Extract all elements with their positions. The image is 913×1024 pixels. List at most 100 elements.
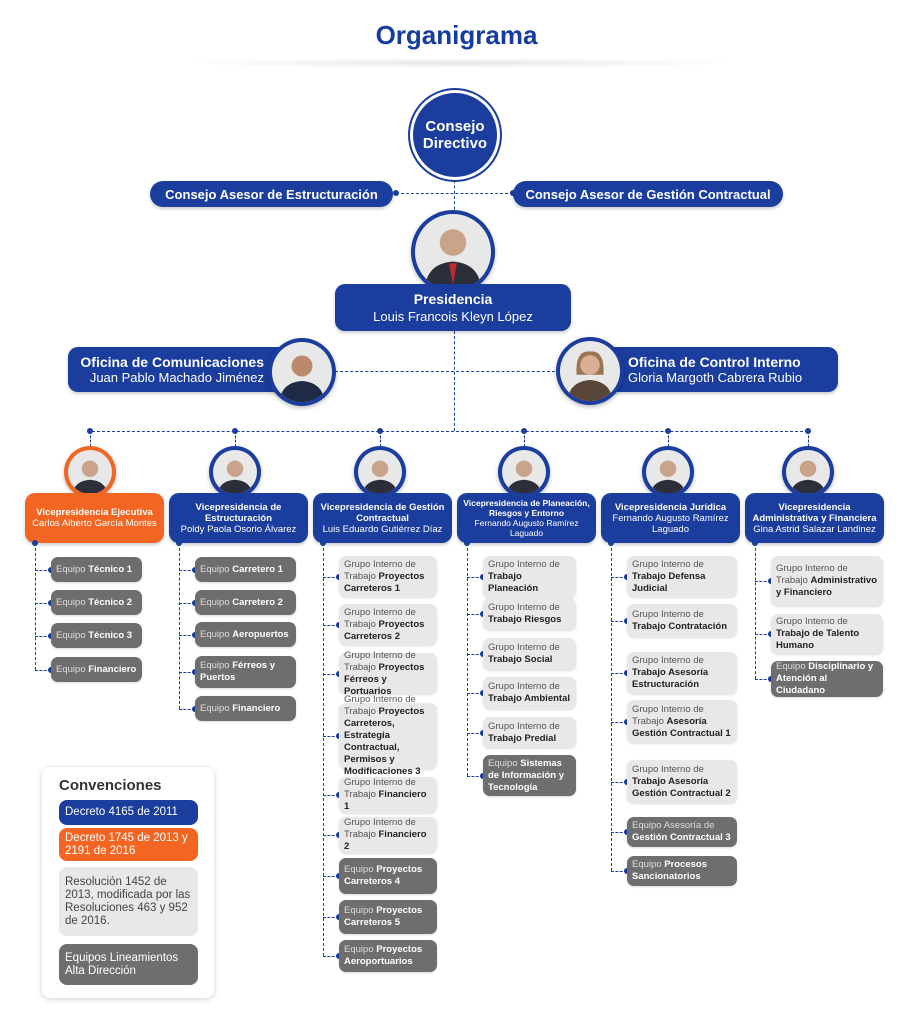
connector [467, 614, 483, 615]
unit-box[interactable]: Equipo Sistemas de Información y Tecnolo… [483, 755, 576, 796]
unit-name: Proyectos Carreteros 2 [344, 618, 425, 642]
consejo-asesor-estructuracion[interactable]: Consejo Asesor de Estructuración [150, 181, 393, 207]
unit-text: Grupo Interno de Trabajo Defensa Judicia… [632, 559, 732, 595]
unit-name: Aeropuertos [232, 628, 289, 640]
unit-box[interactable]: Grupo Interno de Trabajo Proyectos Carre… [339, 556, 437, 597]
unit-box[interactable]: Grupo Interno de Trabajo Planeación [483, 556, 576, 598]
unit-box[interactable]: Grupo Interno de Trabajo Predial [483, 717, 576, 748]
vp-box[interactable]: Vicepresidencia Administrativa y Financi… [745, 493, 884, 543]
unit-text: Grupo Interno de Trabajo Contratación [632, 609, 732, 633]
convention-item: Equipos Lineamientos Alta Dirección [59, 944, 198, 985]
control-interno-box[interactable]: Oficina de Control Interno Gloria Margot… [590, 347, 838, 392]
unit-box[interactable]: Grupo Interno de Trabajo Asesoría Estruc… [627, 652, 737, 694]
unit-label: Equipo [56, 629, 89, 641]
comunicaciones-photo [268, 338, 336, 406]
unit-box[interactable]: Grupo Interno de Trabajo Contratación [627, 604, 737, 637]
vp-name: Carlos Alberto García Montes [32, 518, 157, 529]
unit-box[interactable]: Equipo Financiero [51, 657, 142, 682]
convention-item: Decreto 4165 de 2011 [59, 800, 198, 825]
unit-label: Grupo Interno de Trabajo [344, 817, 416, 840]
unit-name: Técnico 1 [88, 563, 133, 575]
vp-name: Luis Eduardo Gutiérrez Díaz [322, 523, 443, 535]
connector [35, 635, 51, 637]
unit-label: Equipo [776, 661, 809, 672]
unit-box[interactable]: Equipo Proyectos Carreteros 5 [339, 900, 437, 934]
unit-box[interactable]: Equipo Proyectos Aeroportuarios [339, 940, 437, 972]
unit-name: Disciplinario y Atención al Ciudadano [776, 661, 874, 696]
consejo-asesor-gestion-contractual[interactable]: Consejo Asesor de Gestión Contractual [513, 181, 783, 207]
connector [323, 956, 339, 957]
unit-label: Grupo Interno de [632, 763, 704, 775]
unit-box[interactable]: Equipo Carretero 2 [195, 590, 296, 615]
unit-name: Proyectos Carreteros 1 [344, 570, 425, 594]
unit-box[interactable]: Grupo Interno de Trabajo Ambiental [483, 677, 576, 709]
unit-text: Equipo Disciplinario y Atención al Ciuda… [776, 661, 878, 697]
unit-label: Equipo [200, 596, 233, 608]
unit-box[interactable]: Equipo Financiero [195, 696, 296, 721]
unit-name: Administrativo y Financiero [776, 575, 878, 598]
unit-box[interactable]: Grupo Interno de Trabajo Proyectos Férre… [339, 650, 437, 697]
person-icon [415, 214, 491, 290]
unit-label: Grupo Interno de [488, 681, 560, 692]
unit-box[interactable]: Equipo Técnico 1 [51, 557, 142, 582]
unit-box[interactable]: Grupo Interno de Trabajo Proyectos Carre… [339, 694, 437, 777]
presidencia-box[interactable]: Presidencia Louis Francois Kleyn López [335, 284, 571, 331]
unit-box[interactable]: Grupo Interno de Trabajo Defensa Judicia… [627, 556, 737, 597]
unit-text: Grupo Interno de Trabajo Predial [488, 721, 571, 745]
vp-title: Vicepresidencia Jurídica [614, 501, 727, 513]
connector [179, 543, 180, 709]
consejo-directivo-node[interactable]: Consejo Directivo [413, 93, 497, 177]
unit-label: Equipo [200, 563, 233, 575]
comunicaciones-box[interactable]: Oficina de Comunicaciones Juan Pablo Mac… [68, 347, 290, 392]
unit-label: Equipo [344, 905, 377, 916]
unit-box[interactable]: Equipo Técnico 2 [51, 590, 142, 615]
connector [755, 634, 771, 635]
unit-name: Trabajo Planeación [488, 571, 539, 594]
unit-box[interactable]: Equipo Procesos Sancionatorios [627, 856, 737, 886]
connector [611, 543, 612, 871]
unit-text: Grupo Interno de Trabajo Ambiental [488, 681, 571, 705]
vp-photo [642, 446, 694, 498]
connector [611, 576, 627, 578]
unit-box[interactable]: Equipo Carretero 1 [195, 557, 296, 582]
unit-name: Gestión Contractual 3 [632, 832, 731, 843]
connector [454, 175, 455, 220]
person-icon [358, 450, 402, 494]
unit-label: Grupo Interno de [632, 655, 704, 666]
connector [179, 569, 195, 571]
vp-box[interactable]: Vicepresidencia de Planeación, Riesgos y… [457, 493, 596, 543]
unit-box[interactable]: Equipo Aeropuertos [195, 622, 296, 647]
unit-box[interactable]: Grupo Interno de Trabajo Asesoría Gestió… [627, 760, 737, 803]
unit-box[interactable]: Grupo Interno de Trabajo Social [483, 638, 576, 670]
unit-text: Equipo Asesoría de Gestión Contractual 3 [632, 820, 732, 844]
unit-box[interactable]: Grupo Interno de Trabajo Financiero 2 [339, 817, 437, 853]
connector [611, 871, 627, 872]
unit-text: Equipo Procesos Sancionatorios [632, 859, 732, 883]
unit-box[interactable]: Equipo Proyectos Carreteros 4 [339, 858, 437, 894]
unit-box[interactable]: Equipo Disciplinario y Atención al Ciuda… [771, 661, 883, 697]
connector [467, 543, 468, 776]
unit-box[interactable]: Grupo Interno de Trabajo Riesgos [483, 598, 576, 630]
unit-box[interactable]: Grupo Interno de Trabajo de Talento Huma… [771, 614, 883, 654]
unit-text: Grupo Interno de Trabajo Financiero 1 [344, 777, 432, 813]
unit-box[interactable]: Grupo Interno de Trabajo Administrativo … [771, 556, 883, 606]
unit-box[interactable]: Equipo Férreos y Puertos [195, 656, 296, 688]
unit-box[interactable]: Equipo Asesoría de Gestión Contractual 3 [627, 817, 737, 847]
unit-text: Equipo Financiero [56, 664, 137, 676]
unit-box[interactable]: Equipo Técnico 3 [51, 623, 142, 648]
unit-box[interactable]: Grupo Interno de Trabajo Asesoría Gestió… [627, 700, 737, 743]
control-interno-name: Gloria Margoth Cabrera Rubio [628, 369, 803, 385]
unit-text: Grupo Interno de Trabajo Asesoría Gestió… [632, 764, 732, 800]
unit-text: Equipo Proyectos Carreteros 4 [344, 864, 432, 888]
vp-photo [354, 446, 406, 498]
unit-box[interactable]: Grupo Interno de Trabajo Proyectos Carre… [339, 604, 437, 645]
connector [323, 876, 339, 877]
unit-text: Grupo Interno de Trabajo Proyectos Carre… [344, 694, 432, 778]
unit-name: Trabajo Ambiental [488, 693, 570, 704]
connector [179, 708, 195, 710]
unit-box[interactable]: Grupo Interno de Trabajo Financiero 1 [339, 777, 437, 813]
